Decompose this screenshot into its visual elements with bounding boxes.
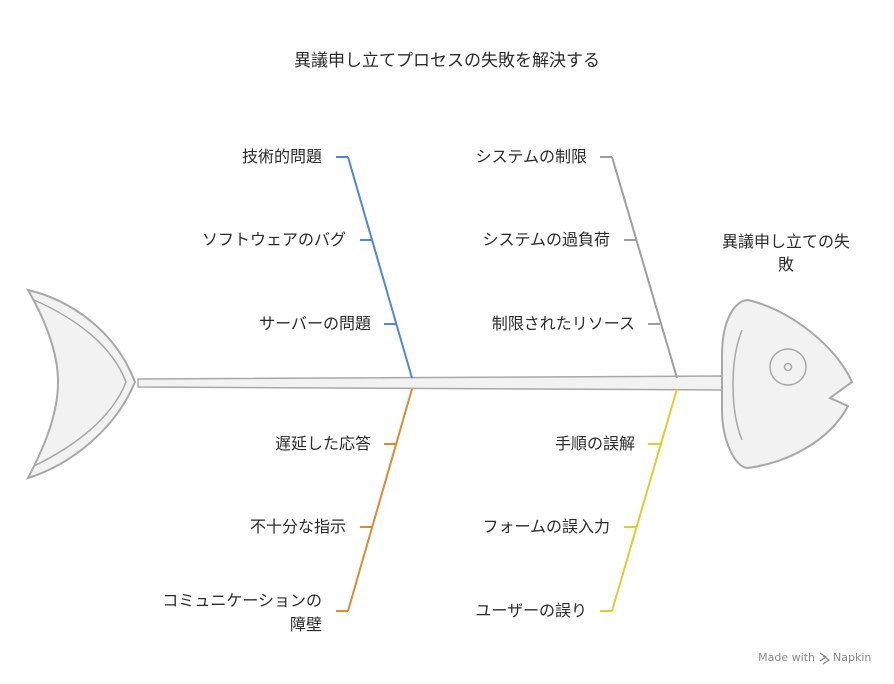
cause-system-limits: システムの制限 [475, 147, 587, 166]
napkin-brand-text: Napkin [833, 651, 871, 664]
cause-communication-barrier-line2: 障壁 [290, 615, 322, 634]
branch-technical: 技術的問題 ソフトウェアのバグ サーバーの問題 [202, 147, 413, 379]
cause-form-input-error: フォームの誤入力 [482, 517, 610, 536]
effect-label-line1: 異議申し立ての失 [722, 232, 850, 251]
cause-server-issues: サーバーの問題 [259, 314, 371, 333]
fish-tail [25, 288, 137, 480]
cause-technical-issues: 技術的問題 [242, 147, 322, 166]
branch-communication: 遅延した応答 不十分な指示 コミュニケーションの 障壁 [162, 388, 413, 634]
diagram-title: 異議申し立てプロセスの失敗を解決する [294, 51, 600, 71]
cause-insufficient-instructions: 不十分な指示 [250, 517, 346, 536]
cause-delayed-response: 遅延した応答 [275, 434, 371, 453]
napkin-logo-icon [819, 652, 831, 665]
cause-limited-resources: 制限されたリソース [492, 314, 635, 333]
cause-procedure-misunderstanding: 手順の誤解 [555, 434, 635, 453]
branch-user-error: 手順の誤解 フォームの誤入力 ユーザーの誤り [475, 388, 678, 620]
cause-system-overload: システムの過負荷 [482, 230, 610, 249]
napkin-watermark: Made with Napkin [758, 651, 871, 665]
effect-label-line2: 敗 [778, 255, 794, 274]
cause-communication-barrier-line1: コミュニケーションの [162, 591, 322, 610]
cause-user-error: ユーザーの誤り [475, 601, 587, 620]
fish-spine [137, 375, 723, 391]
branch-system: システムの制限 システムの過負荷 制限されたリソース [475, 147, 678, 379]
made-with-text: Made with [758, 651, 815, 664]
cause-software-bugs: ソフトウェアのバグ [202, 230, 346, 249]
